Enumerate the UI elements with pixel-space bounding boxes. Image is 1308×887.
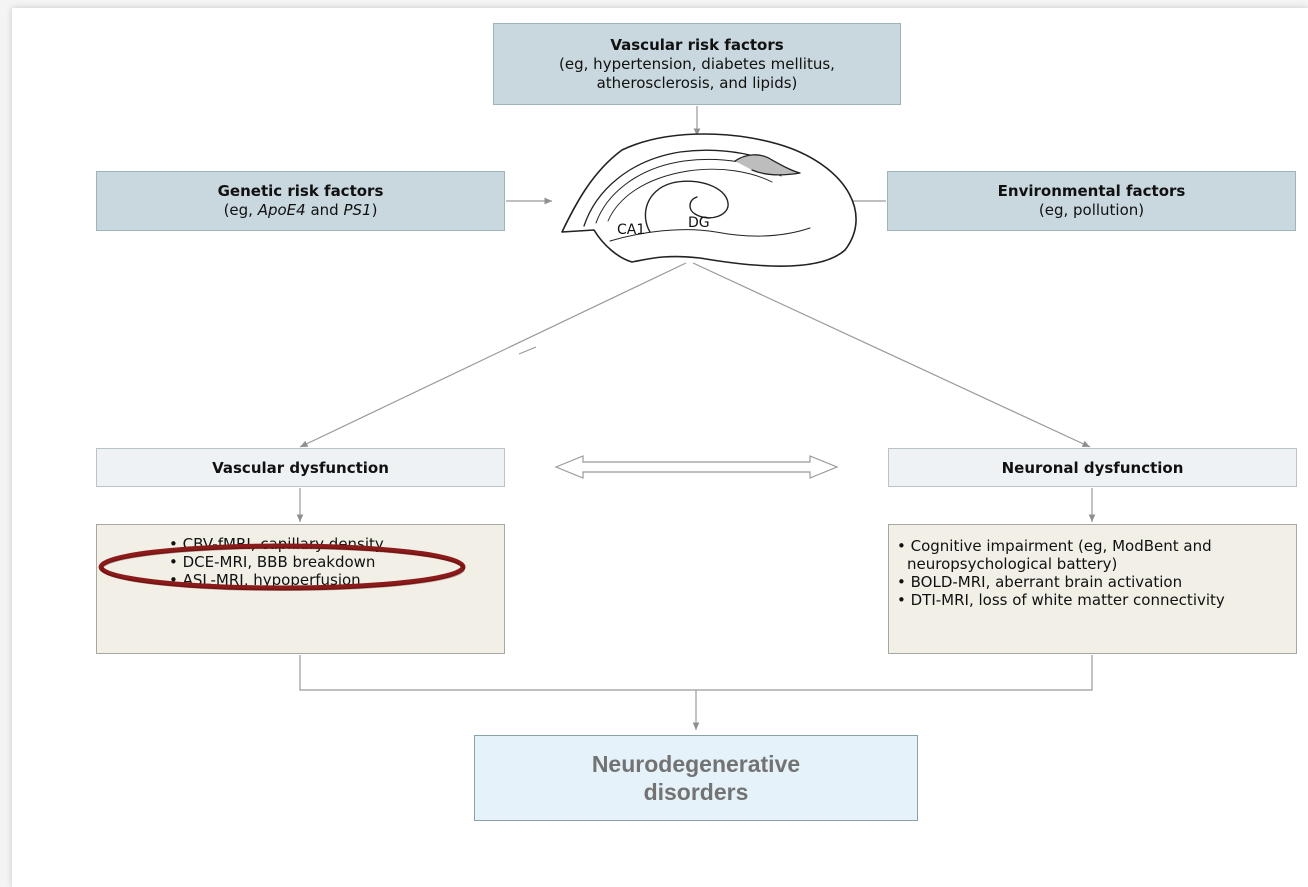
vascular-risk-factors-box: Vascular risk factors (eg, hypertension,… bbox=[493, 23, 901, 105]
hippocampus-label-ca1: CA1 bbox=[617, 222, 645, 238]
neuronal-markers-box: Cognitive impairment (eg, ModBent and ne… bbox=[888, 524, 1297, 654]
genetic-risk-factors-title: Genetic risk factors bbox=[217, 182, 384, 200]
vascular-risk-factors-line-2: atherosclerosis, and lipids) bbox=[596, 73, 798, 92]
environmental-factors-title: Environmental factors bbox=[997, 182, 1186, 200]
vascular-markers-box: CBV-fMRI, capillary density DCE-MRI, BBB… bbox=[96, 524, 505, 654]
hippocampus-lower-edge bbox=[609, 227, 811, 242]
neurodegenerative-disorders-box: Neurodegenerative disorders bbox=[474, 735, 918, 821]
hippocampus-dentate-spiral bbox=[644, 180, 729, 233]
neuronal-marker-item: BOLD-MRI, aberrant brain activation bbox=[897, 573, 1288, 591]
vascular-marker-item-highlighted: DCE-MRI, BBB breakdown bbox=[169, 553, 384, 571]
hippocampus-inner-arc-3 bbox=[607, 168, 773, 222]
gene-apoe4: ApoE4 bbox=[257, 201, 306, 219]
hippocampus-label-dg: DG bbox=[688, 215, 710, 231]
environmental-factors-examples: (eg, pollution) bbox=[1038, 201, 1145, 219]
vascular-risk-factors-title: Vascular risk factors bbox=[610, 35, 784, 54]
genetic-examples-conj: and bbox=[305, 201, 344, 219]
outcome-line-2: disorders bbox=[643, 779, 749, 805]
genetic-examples-suffix: ) bbox=[371, 201, 378, 219]
hippocampus-outer-contour bbox=[561, 133, 857, 267]
neuronal-marker-item: Cognitive impairment (eg, ModBent and ne… bbox=[897, 537, 1288, 573]
arrow-hippocampus-to-vascular-dysfunction bbox=[299, 262, 687, 448]
genetic-risk-factors-box: Genetic risk factors (eg, ApoE4 and PS1) bbox=[96, 171, 505, 231]
vascular-dysfunction-box: Vascular dysfunction bbox=[96, 448, 505, 487]
bidirectional-arrow-icon bbox=[554, 455, 839, 479]
connector-stray-mark bbox=[518, 346, 537, 355]
vascular-dysfunction-title: Vascular dysfunction bbox=[212, 458, 389, 477]
connector-markers-merge bbox=[299, 655, 1093, 691]
outcome-line-1: Neurodegenerative bbox=[591, 751, 801, 777]
hippocampus-illustration bbox=[561, 133, 857, 267]
genetic-examples-prefix: (eg, bbox=[223, 201, 258, 219]
genetic-risk-factors-examples: (eg, ApoE4 and PS1) bbox=[224, 201, 378, 220]
vascular-marker-item: ASL-MRI, hypoperfusion bbox=[169, 571, 384, 589]
neuronal-markers-list: Cognitive impairment (eg, ModBent and ne… bbox=[897, 537, 1288, 609]
vascular-markers-list: CBV-fMRI, capillary density DCE-MRI, BBB… bbox=[169, 535, 384, 589]
neuronal-marker-item: DTI-MRI, loss of white matter connectivi… bbox=[897, 591, 1288, 609]
neuronal-dysfunction-box: Neuronal dysfunction bbox=[888, 448, 1297, 487]
arrow-hippocampus-to-neuronal-dysfunction bbox=[692, 262, 1091, 448]
vascular-risk-factors-line-1: (eg, hypertension, diabetes mellitus, bbox=[559, 54, 835, 73]
hippocampus-fimbria bbox=[734, 154, 801, 176]
vascular-marker-item: CBV-fMRI, capillary density bbox=[169, 535, 384, 553]
gene-ps1: PS1 bbox=[343, 201, 372, 219]
environmental-factors-box: Environmental factors (eg, pollution) bbox=[887, 171, 1296, 231]
neuronal-dysfunction-title: Neuronal dysfunction bbox=[1001, 458, 1184, 477]
